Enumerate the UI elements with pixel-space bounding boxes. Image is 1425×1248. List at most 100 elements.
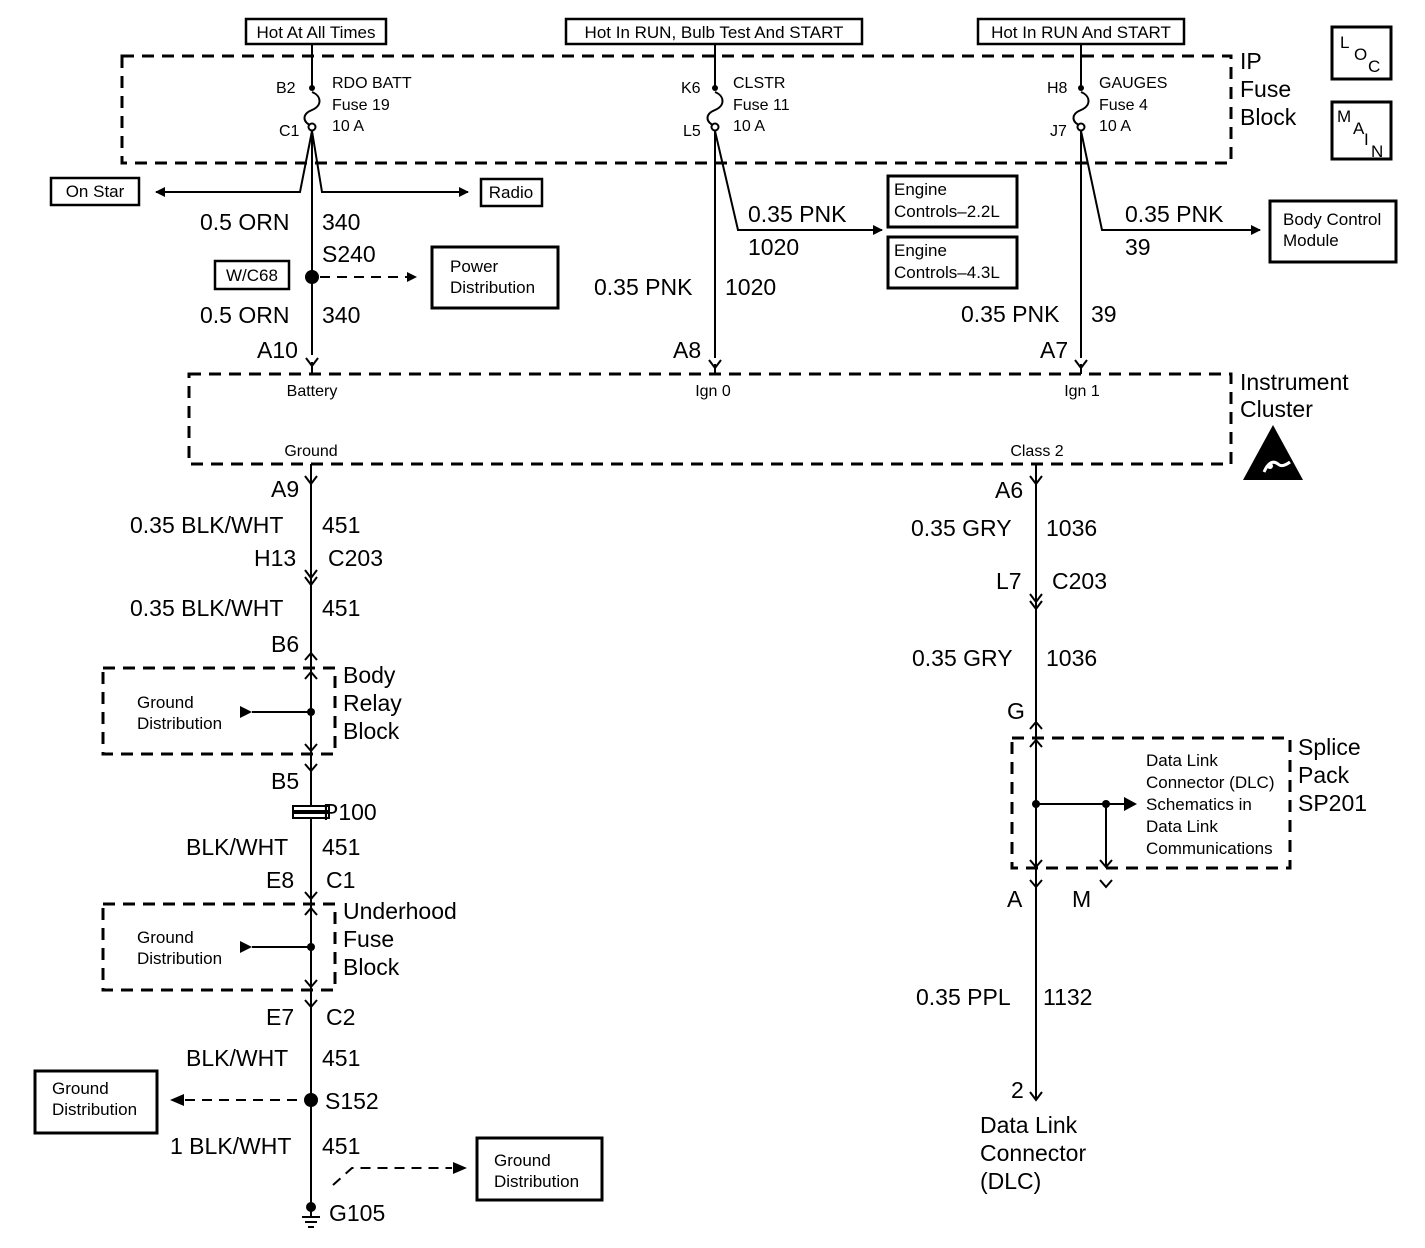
power-source-hot-run-start: Hot In RUN And START <box>976 17 1186 46</box>
svg-text:Body: Body <box>343 662 396 688</box>
svg-text:0.35 PNK: 0.35 PNK <box>748 201 847 227</box>
svg-text:H8: H8 <box>1047 80 1068 97</box>
svg-text:Power: Power <box>450 257 499 276</box>
body-relay-block: Body Relay Block Ground Distribution <box>101 662 402 756</box>
svg-text:Fuse 11: Fuse 11 <box>733 97 790 114</box>
svg-text:B5: B5 <box>271 768 299 794</box>
dlc-path-lower: A M 0.35 PPL 1132 2 <box>916 879 1113 1103</box>
cluster-connector-pins: A10 A8 A7 <box>257 337 1088 374</box>
svg-text:Distribution: Distribution <box>494 1172 579 1191</box>
svg-text:Ground: Ground <box>137 928 194 947</box>
svg-text:C: C <box>1368 57 1380 76</box>
svg-text:W/C68: W/C68 <box>226 266 278 285</box>
svg-text:S240: S240 <box>322 241 376 267</box>
svg-text:G105: G105 <box>329 1200 385 1226</box>
svg-text:340: 340 <box>322 302 360 328</box>
svg-text:Distribution: Distribution <box>52 1100 137 1119</box>
ground-path-lower: E7 C2 BLK/WHT 451 S152 1 BLK/WHT 451 G10… <box>170 999 467 1228</box>
svg-text:Ground: Ground <box>137 693 194 712</box>
svg-text:Distribution: Distribution <box>137 714 222 733</box>
svg-text:0.5 ORN: 0.5 ORN <box>200 209 289 235</box>
svg-text:0.35 PNK: 0.35 PNK <box>594 274 693 300</box>
svg-text:C1: C1 <box>279 123 300 140</box>
svg-text:I: I <box>1364 130 1369 149</box>
svg-text:P100: P100 <box>323 799 377 825</box>
svg-text:Splice: Splice <box>1298 734 1361 760</box>
ip-fuse-block: IP Fuse Block <box>120 48 1297 165</box>
svg-text:Communications: Communications <box>1146 839 1273 858</box>
ground-distribution-box-d: Ground Distribution <box>475 1136 604 1202</box>
engine-controls-43-box: Engine Controls–4.3L <box>886 235 1019 290</box>
svg-text:451: 451 <box>322 1133 360 1159</box>
svg-text:L7: L7 <box>996 568 1022 594</box>
svg-text:Hot In RUN, Bulb Test And STAR: Hot In RUN, Bulb Test And START <box>585 23 844 42</box>
ground-path-wire: A9 0.35 BLK/WHT 451 H13 C203 0.35 BLK/WH… <box>130 464 383 1207</box>
svg-text:451: 451 <box>322 834 360 860</box>
svg-text:A6: A6 <box>995 477 1023 503</box>
svg-text:Ign 1: Ign 1 <box>1064 383 1100 400</box>
wire-circuit-39: 0.35 PNK 39 0.35 PNK 39 <box>961 130 1261 358</box>
power-source-hot-run-bulb-start: Hot In RUN, Bulb Test And START <box>564 17 864 46</box>
svg-text:M: M <box>1337 107 1351 126</box>
svg-text:E8: E8 <box>266 867 294 893</box>
svg-text:M: M <box>1072 886 1091 912</box>
svg-text:Relay: Relay <box>343 690 402 716</box>
engine-controls-22-box: Engine Controls–2.2L <box>886 174 1019 229</box>
svg-text:E7: E7 <box>266 1004 294 1030</box>
svg-text:IP: IP <box>1240 48 1262 74</box>
loc-badge: L O C <box>1330 25 1393 81</box>
svg-text:1132: 1132 <box>1043 984 1092 1010</box>
svg-text:A: A <box>1007 886 1023 912</box>
svg-text:Ground: Ground <box>284 443 337 460</box>
svg-text:0.35 GRY: 0.35 GRY <box>911 515 1012 541</box>
ground-path-mid: B5 P100 BLK/WHT 451 E8 C1 <box>186 763 377 901</box>
svg-text:0.5 ORN: 0.5 ORN <box>200 302 289 328</box>
svg-text:Fuse: Fuse <box>343 926 394 952</box>
svg-text:Hot In RUN And START: Hot In RUN And START <box>991 23 1171 42</box>
svg-text:10 A: 10 A <box>1099 118 1131 135</box>
svg-text:Body Control: Body Control <box>1283 210 1381 229</box>
wire-circuit-1020: 0.35 PNK 1020 0.35 PNK 1020 <box>594 130 883 358</box>
wire-circuit-340: 0.5 ORN 340 S240 0.5 ORN 340 <box>155 130 469 355</box>
svg-text:Cluster: Cluster <box>1240 396 1313 422</box>
svg-text:Radio: Radio <box>489 183 533 202</box>
svg-text:Fuse 4: Fuse 4 <box>1099 97 1148 114</box>
svg-text:Fuse: Fuse <box>1240 76 1291 102</box>
svg-text:On Star: On Star <box>66 182 125 201</box>
bcm-box: Body Control Module <box>1268 199 1398 264</box>
svg-text:A: A <box>1353 119 1365 138</box>
svg-text:0.35 PNK: 0.35 PNK <box>961 301 1060 327</box>
svg-text:A9: A9 <box>271 476 299 502</box>
esd-warning-icon <box>1243 425 1303 480</box>
svg-text:Hot At All Times: Hot At All Times <box>256 23 375 42</box>
svg-text:Data Link: Data Link <box>1146 751 1218 770</box>
svg-text:Controls–2.2L: Controls–2.2L <box>894 202 1000 221</box>
svg-text:C203: C203 <box>1052 568 1107 594</box>
fuse-rdo-batt: B2 C1 RDO BATT Fuse 19 10 A <box>276 44 412 140</box>
svg-text:Block: Block <box>1240 104 1297 130</box>
svg-text:39: 39 <box>1091 301 1117 327</box>
svg-text:Fuse 19: Fuse 19 <box>332 97 390 114</box>
svg-text:10 A: 10 A <box>733 118 765 135</box>
svg-text:Distribution: Distribution <box>137 949 222 968</box>
fuse-clstr: K6 L5 CLSTR Fuse 11 10 A <box>681 44 790 140</box>
data-link-connector: Data Link Connector (DLC) <box>980 1112 1086 1194</box>
svg-text:BLK/WHT: BLK/WHT <box>186 1045 288 1071</box>
underhood-fuse-block: Underhood Fuse Block Ground Distribution <box>101 898 457 992</box>
svg-text:0.35 PPL: 0.35 PPL <box>916 984 1011 1010</box>
svg-text:Block: Block <box>343 954 400 980</box>
svg-text:Ground: Ground <box>494 1151 551 1170</box>
svg-text:L5: L5 <box>683 123 701 140</box>
svg-text:Connector (DLC): Connector (DLC) <box>1146 773 1275 792</box>
svg-text:Block: Block <box>343 718 400 744</box>
svg-text:0.35 PNK: 0.35 PNK <box>1125 201 1224 227</box>
main-badge: M A I N <box>1330 100 1393 161</box>
svg-text:O: O <box>1354 45 1367 64</box>
svg-text:B2: B2 <box>276 80 296 97</box>
svg-text:J7: J7 <box>1050 123 1067 140</box>
svg-text:K6: K6 <box>681 80 701 97</box>
svg-text:C1: C1 <box>326 867 355 893</box>
svg-text:A7: A7 <box>1040 337 1068 363</box>
svg-text:0.35 BLK/WHT: 0.35 BLK/WHT <box>130 512 283 538</box>
